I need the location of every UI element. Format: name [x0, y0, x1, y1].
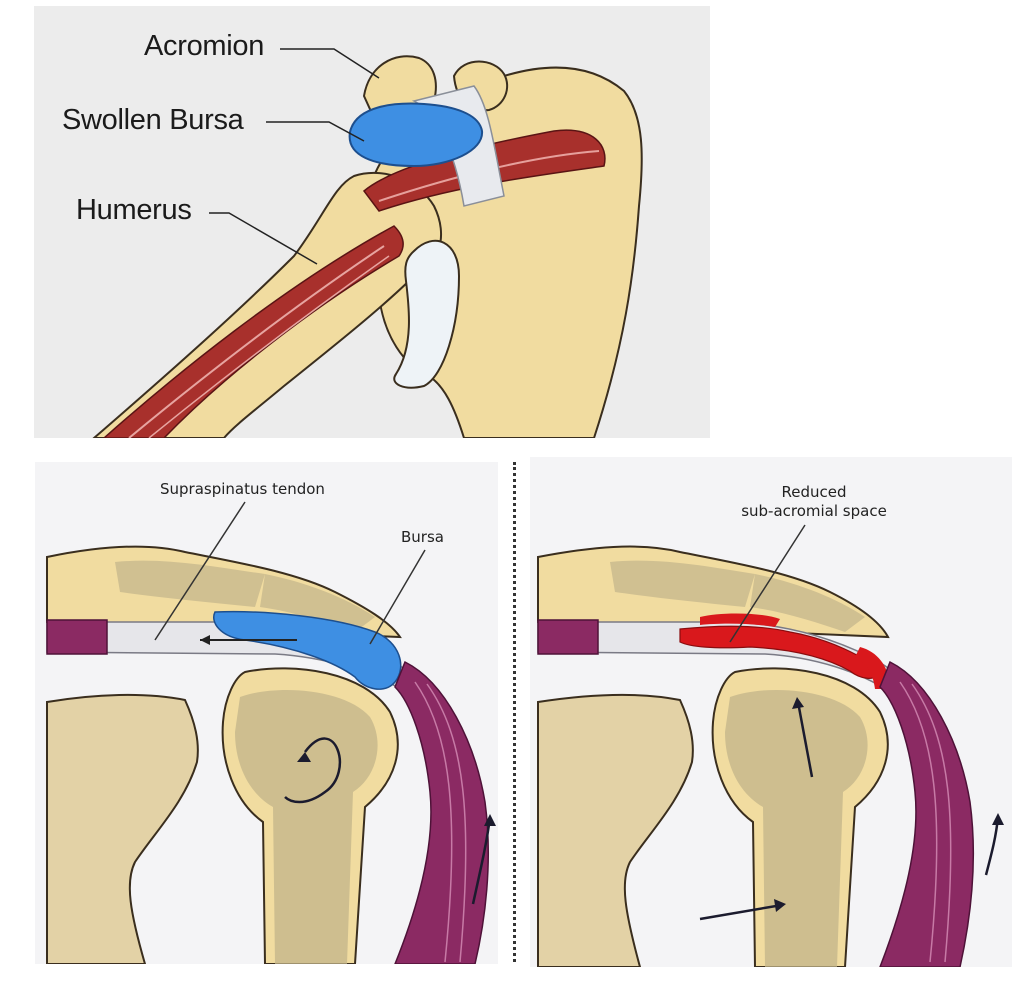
supraspinatus-muscle: [537, 619, 599, 655]
reduced-space-label-line1: Reduced: [781, 483, 847, 501]
acromion-leader: [280, 48, 380, 79]
humerus-leader: [209, 212, 318, 265]
shoulder-illustration-panel: Acromion Swollen Bursa Humerus: [34, 6, 710, 438]
medial-force-arrow: [699, 903, 783, 921]
reduced-space-leader: [729, 524, 806, 643]
bursa-leader: [369, 549, 426, 645]
panel-divider: [513, 462, 516, 962]
normal-shoulder-panel: Supraspinatus tendon Bursa: [35, 462, 498, 964]
impinged-shoulder-diagram: [537, 524, 1004, 967]
swollen-bursa: [348, 102, 484, 168]
inflamed-bursa: [679, 625, 883, 679]
deltoid-muscle: [394, 660, 489, 964]
scapula-bone: [46, 693, 199, 964]
normal-shoulder-diagram: [46, 501, 496, 964]
supraspinatus-tendon-label: Supraspinatus tendon: [160, 480, 325, 498]
superior-migration-arrow: [796, 701, 814, 778]
acromion-label: Acromion: [144, 30, 265, 62]
impinged-shoulder-panel: Reduced sub-acromial space: [530, 457, 1012, 967]
rotation-arrow: [284, 737, 341, 804]
elevation-arrow: [984, 816, 1000, 876]
shoulder-illustration: [92, 48, 643, 438]
swollen-bursa-label: Swollen Bursa: [62, 104, 244, 136]
bursa-label: Bursa: [401, 528, 444, 546]
muscle-arm: [102, 225, 404, 438]
scapula-bone: [537, 693, 694, 967]
glenoid-cartilage: [393, 239, 461, 389]
reduced-space-label-line2: sub-acromial space: [741, 502, 887, 520]
bursa-leader: [266, 121, 365, 142]
reduced-space-label: Reduced sub-acromial space: [734, 483, 894, 521]
supraspinatus-muscle: [46, 619, 108, 655]
humerus-label: Humerus: [76, 194, 192, 226]
tendon-leader: [154, 501, 246, 641]
